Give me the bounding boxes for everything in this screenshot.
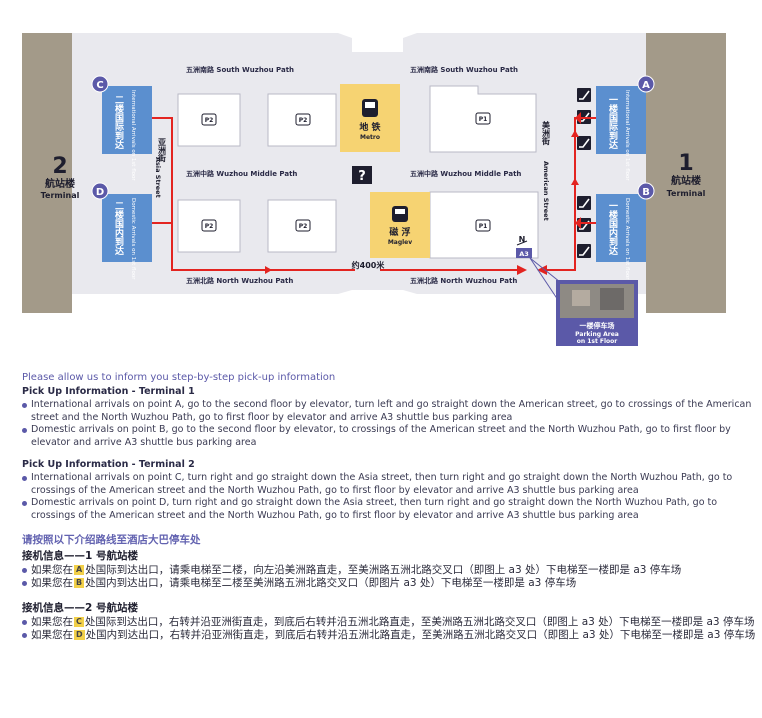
arrival-panel-c (102, 86, 152, 154)
road-north-left: 五洲北路 North Wuzhou Path (186, 276, 293, 285)
point-a-label: A (642, 80, 650, 91)
metro-station (340, 84, 400, 152)
t1-point-b: Domestic arrivals on point B, go to the … (22, 424, 762, 449)
road-south-right: 五洲南路 South Wuzhou Path (410, 65, 518, 74)
terminal-1-building (646, 33, 726, 313)
p2-label-2: P2 (299, 117, 308, 124)
road-south-left: 五洲南路 South Wuzhou Path (186, 65, 294, 74)
maglev-station (370, 192, 430, 258)
route-arrow-heads (265, 112, 581, 274)
terminal-2-en: Terminal (41, 191, 80, 200)
point-badge-d: D (91, 182, 109, 200)
inset-en2: on 1st Floor (577, 338, 618, 345)
american-street-en: American Street (542, 161, 550, 221)
a3-marker (516, 248, 532, 258)
p2-label-1: P2 (205, 117, 214, 124)
arrival-b-en: Domestic Arrivals on 1st floor (624, 198, 630, 280)
arrival-a-zh: 一楼国际到达 (607, 95, 618, 150)
inset-zh: 一楼停车场 (580, 321, 615, 330)
arrival-d-en: Domestic Arrivals on 1st floor (130, 198, 136, 280)
arrival-c-en: International Arrivals on 1st floor (130, 90, 136, 181)
point-badge-a: A (637, 75, 655, 93)
road-north-right: 五洲北路 North Wuzhou Path (410, 276, 517, 285)
north-label: N (519, 235, 526, 244)
route-line-a (537, 117, 596, 275)
arrival-d-zh: 二楼国内到达 (113, 201, 124, 256)
asia-street-en: Asia Street (154, 157, 162, 198)
badge-a: A (74, 565, 85, 575)
info-icon (352, 166, 372, 184)
route-line-c (152, 117, 355, 271)
terminal-2-zh: 航站楼 (45, 177, 75, 190)
arrival-panel-d (102, 194, 152, 262)
p2-label-3: P2 (205, 223, 214, 230)
p2-label-4: P2 (299, 223, 308, 230)
arrival-panel-b (596, 194, 646, 262)
p1-label-1: P1 (479, 116, 488, 123)
zh-t2-title: 接机信息——2 号航站楼 (22, 602, 138, 614)
p1-label-2: P1 (479, 223, 488, 230)
intro-text: Please allow us to inform you step-by-st… (22, 372, 336, 383)
terminal-1-number: 1 (678, 151, 693, 176)
metro-en: Metro (360, 134, 380, 141)
badge-b: B (74, 578, 85, 588)
terminal-2-building (22, 33, 72, 313)
t2-point-c: International arrivals on point C, turn … (22, 472, 762, 497)
road-middle-right: 五洲中路 Wuzhou Middle Path (410, 169, 521, 178)
t2-title: Pick Up Information - Terminal 2 (22, 459, 195, 470)
pickup-info: Please allow us to inform you step-by-st… (22, 372, 762, 642)
point-c-label: C (96, 80, 103, 91)
north-arrow-icon (516, 240, 528, 246)
terminal-2-number: 2 (52, 154, 67, 179)
arrival-b-zh: 一楼国内到达 (607, 201, 618, 256)
zh-heading: 请按照以下介绍路线至酒店大巴停车处 (22, 534, 201, 546)
zh-t1-title: 接机信息——1 号航站楼 (22, 550, 138, 562)
inset-en1: Parking Area (575, 331, 619, 338)
t1-point-a: International arrivals on point A, go to… (22, 399, 762, 424)
metro-zh: 地 铁 (359, 121, 380, 133)
escalator-icon (577, 88, 591, 258)
airport-map: 2 航站楼 Terminal 1 航站楼 Terminal 二楼国际到达 Int… (22, 33, 726, 346)
point-b-label: B (642, 187, 650, 198)
point-badge-b: B (637, 182, 655, 200)
badge-d: D (74, 630, 85, 640)
road-middle-left: 五洲中路 Wuzhou Middle Path (186, 169, 297, 178)
american-street-zh: 美洲街 (541, 120, 551, 146)
maglev-en: Maglev (388, 239, 412, 246)
point-badge-c: C (91, 75, 109, 93)
distance-label: 约400米 (352, 260, 386, 270)
t1-title: Pick Up Information - Terminal 1 (22, 386, 195, 397)
terminal-1-en: Terminal (667, 189, 706, 198)
arrival-a-en: International Arrivals on 1st floor (624, 90, 630, 181)
asia-street-zh: 亚洲街 (158, 138, 167, 163)
t2-point-d: Domestic arrivals on point D, turn right… (22, 497, 762, 522)
info-mark: ? (358, 169, 366, 184)
maglev-zh: 磁 浮 (389, 226, 410, 238)
terminal-1-zh: 航站楼 (671, 174, 701, 187)
point-d-label: D (96, 187, 104, 198)
arrival-c-zh: 二楼国际到达 (113, 95, 124, 150)
a3-label: A3 (519, 250, 529, 258)
arrival-panel-a (596, 86, 646, 154)
badge-c: C (74, 617, 84, 627)
